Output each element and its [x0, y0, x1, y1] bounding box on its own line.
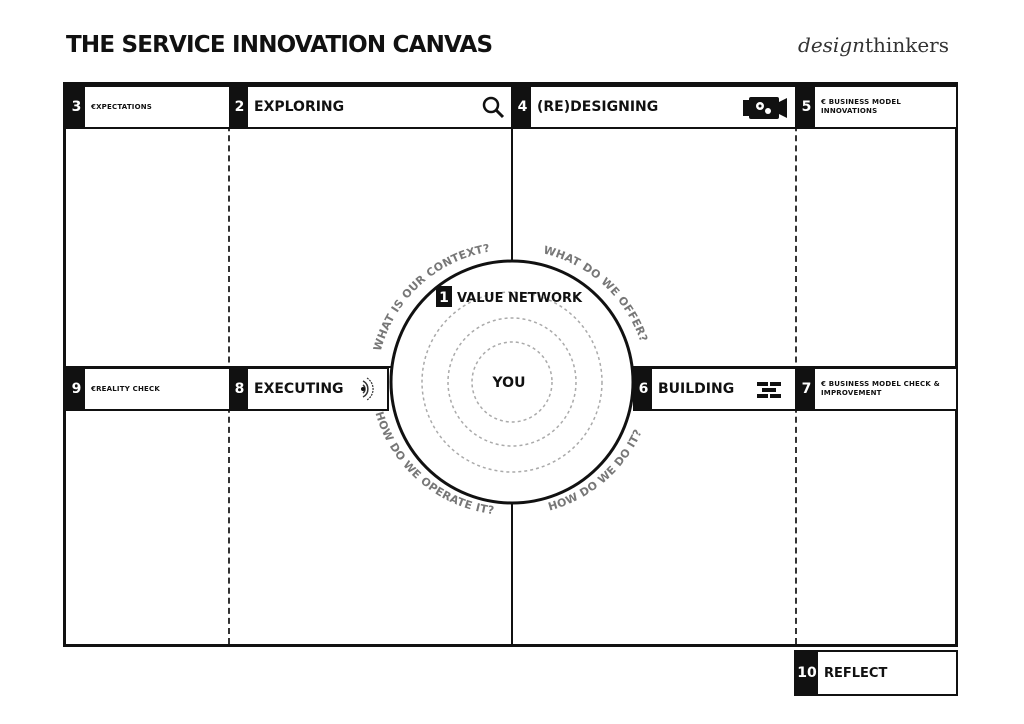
box-label: €REALITY CHECK: [91, 384, 160, 393]
box-executing[interactable]: 8 EXECUTING: [229, 367, 389, 411]
box-number: 9: [68, 369, 85, 409]
box-number: 3: [68, 87, 85, 127]
brand-logo: designthinkers: [798, 33, 949, 57]
ring-middle: [447, 317, 577, 447]
box-label: EXECUTING: [254, 381, 344, 397]
value-network-number: 1: [439, 290, 449, 306]
you-label: YOU: [492, 375, 526, 391]
value-network-label: VALUE NETWORK: [457, 291, 583, 306]
ring-outer: [421, 291, 603, 473]
magnifier-icon: [482, 96, 505, 119]
canvas-grid: 3 €XPECTATIONS 2 EXPLORING 4 (RE)DESIGNI…: [63, 82, 958, 647]
box-reflect[interactable]: 10 REFLECT: [794, 650, 958, 696]
box-number: 10: [796, 652, 818, 694]
value-network-number-box: [436, 286, 452, 307]
box-redesigning[interactable]: 4 (RE)DESIGNING: [512, 85, 797, 129]
box-label: EXPLORING: [254, 99, 345, 115]
camera-gears-icon: [743, 97, 787, 119]
signal-waves-icon: [361, 377, 374, 401]
box-expectations[interactable]: 3 €XPECTATIONS: [66, 85, 231, 129]
ring-inner: [471, 341, 553, 423]
box-label: REFLECT: [824, 665, 888, 681]
box-number: 4: [514, 87, 531, 127]
box-exploring[interactable]: 2 EXPLORING: [229, 85, 513, 129]
box-label: € BUSINESS MODEL CHECK & IMPROVEMENT: [821, 380, 940, 397]
box-reality-check[interactable]: 9 €REALITY CHECK: [66, 367, 231, 411]
value-network-diagram: 1 VALUE NETWORK YOU WHAT IS OUR CONTEXT?…: [371, 242, 650, 518]
box-number: 2: [231, 87, 248, 127]
box-label: € BUSINESS MODEL INNOVATIONS: [821, 98, 901, 115]
box-business-model-innovations[interactable]: 5 € BUSINESS MODEL INNOVATIONS: [796, 85, 958, 129]
divider-dashed-left: [228, 85, 230, 644]
box-number: 5: [798, 87, 815, 127]
box-business-model-check[interactable]: 7 € BUSINESS MODEL CHECK & IMPROVEMENT: [796, 367, 958, 411]
box-number: 8: [231, 369, 248, 409]
box-label: (RE)DESIGNING: [537, 99, 659, 115]
box-label: €XPECTATIONS: [91, 102, 153, 111]
bricks-icon: [757, 382, 781, 398]
box-number: 6: [635, 369, 652, 409]
box-label: BUILDING: [658, 381, 735, 397]
divider-dashed-right: [795, 85, 797, 644]
value-network-circle: [389, 259, 635, 505]
page-title: THE SERVICE INNOVATION CANVAS: [66, 32, 493, 58]
box-number: 7: [798, 369, 815, 409]
